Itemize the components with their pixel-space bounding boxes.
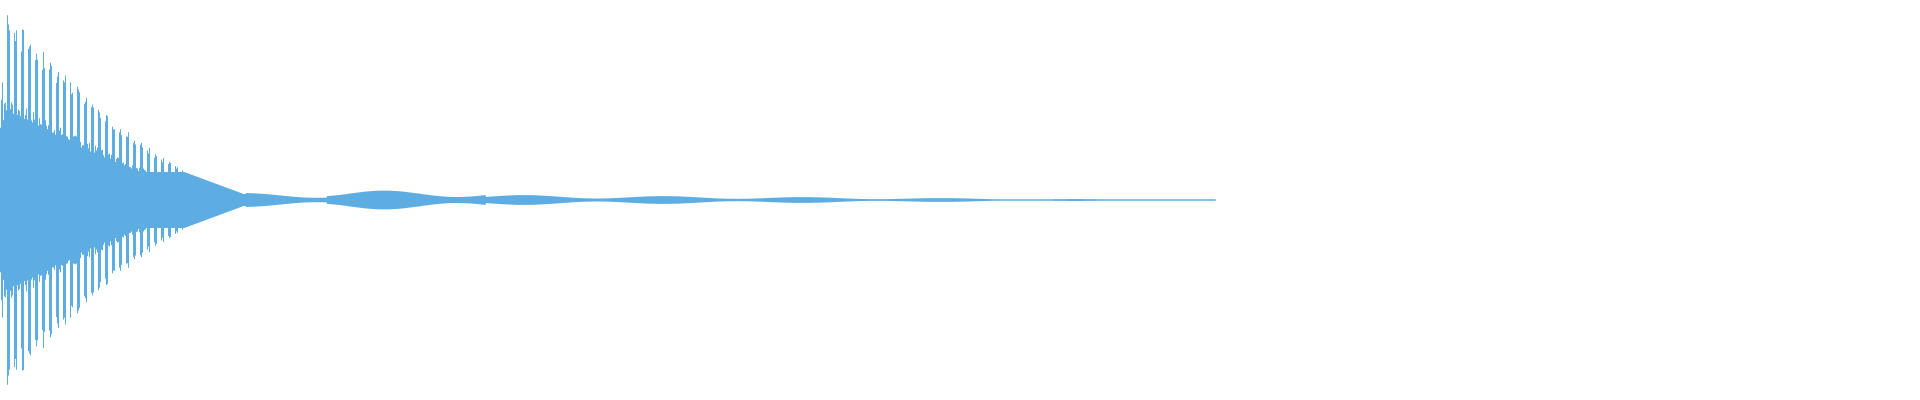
waveform-taper — [184, 172, 252, 228]
waveform-strokes — [0, 15, 1216, 385]
waveform-core-fill — [0, 172, 185, 228]
